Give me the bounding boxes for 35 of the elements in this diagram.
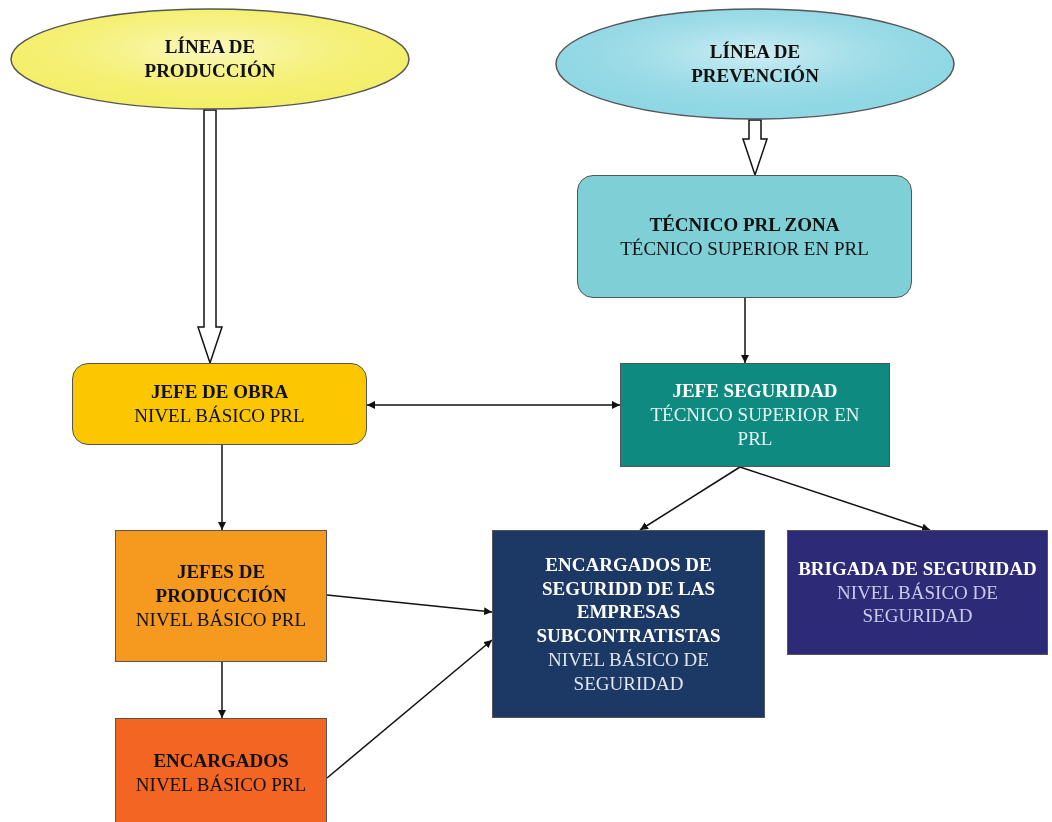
arrow: [326, 594, 493, 616]
box-text: NIVEL BÁSICO DE SEGURIDAD: [547, 647, 710, 696]
arrow: [639, 466, 741, 531]
arrow: [739, 466, 931, 532]
ellipse-node: [555, 8, 955, 120]
box-heading: JEFES DE PRODUCCIÓN: [154, 560, 288, 608]
box-heading: LÍNEA DE PRODUCCIÓN: [143, 35, 277, 83]
process-box: [72, 363, 367, 445]
box-heading: JEFE DE OBRA: [150, 380, 289, 404]
box-text: TÉCNICO SUPERIOR EN PRL: [649, 403, 861, 451]
box-heading: JEFE SEGURIDAD: [672, 379, 838, 404]
box-text: NIVEL BÁSICO PRL: [135, 607, 307, 632]
box-heading: TÉCNICO PRL ZONA: [649, 212, 840, 237]
box-heading: ENCARGADOS: [153, 749, 289, 773]
process-box: [577, 175, 912, 298]
box-heading: ENCARGADOS DE SEGURIDD DE LAS EMPRESAS SUBCONTRATISTAS: [535, 552, 722, 648]
box-text: TÉCNICO SUPERIOR EN PRL: [620, 236, 869, 261]
box-text: NIVEL BÁSICO PRL: [135, 773, 307, 797]
arrow: [326, 639, 493, 779]
process-box: [787, 530, 1048, 655]
box-heading: LÍNEA DE PREVENCIÓN: [690, 40, 820, 88]
process-box: [620, 363, 890, 467]
arrow: [218, 444, 226, 531]
arrow: [366, 401, 621, 409]
box-heading: BRIGADA DE SEGURIDAD: [798, 556, 1037, 581]
box-text: NIVEL BÁSICO DE SEGURIDAD: [836, 580, 999, 629]
box-text: NIVEL BÁSICO PRL: [134, 404, 305, 428]
process-box: [115, 530, 327, 662]
arrow: [218, 661, 226, 719]
process-box: [115, 718, 327, 822]
arrow: [741, 297, 749, 364]
process-box: [492, 530, 765, 718]
hollow-arrow: [741, 119, 769, 178]
ellipse-node: [10, 8, 410, 110]
hollow-arrow: [196, 109, 224, 366]
